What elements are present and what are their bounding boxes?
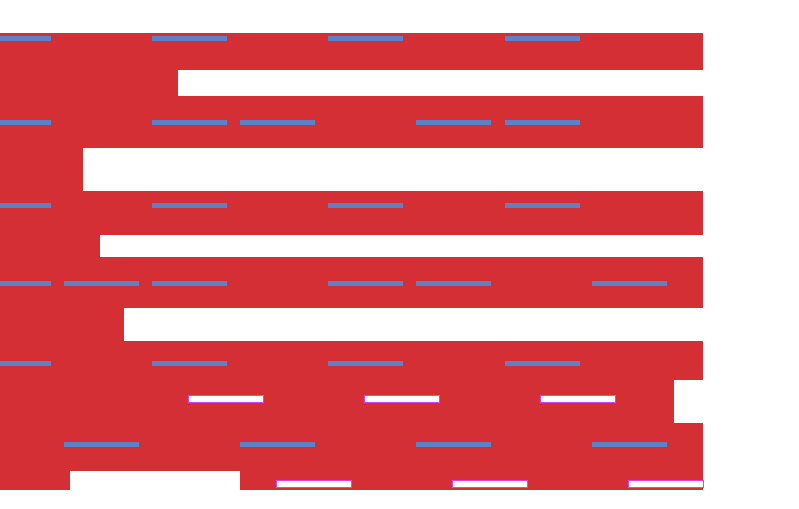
- line-r3-c2: [152, 203, 227, 208]
- line-r5-c4: [505, 361, 580, 366]
- block-row-2: [0, 96, 703, 148]
- line-r1-c4: [505, 36, 580, 41]
- block-row-6b-left: [0, 471, 70, 490]
- highlight-r6-c2: [452, 480, 528, 488]
- line-r4-c2: [64, 281, 139, 286]
- line-r2-c4: [416, 120, 491, 125]
- line-r6-c4: [592, 442, 667, 447]
- line-r6-c3: [416, 442, 491, 447]
- line-r4-c4: [328, 281, 403, 286]
- block-row-1b: [0, 70, 178, 96]
- line-r5-c1: [0, 361, 51, 366]
- highlight-r5-c3: [540, 395, 616, 403]
- line-r4-c3: [152, 281, 227, 286]
- block-row-5: [0, 341, 703, 380]
- line-r4-c6: [592, 281, 667, 286]
- block-row-3b: [0, 235, 100, 257]
- line-r2-c2: [152, 120, 227, 125]
- line-r5-c3: [328, 361, 403, 366]
- line-r3-c1: [0, 203, 51, 208]
- line-r6-c1: [64, 442, 139, 447]
- line-r2-c5: [505, 120, 580, 125]
- highlight-r6-c1: [276, 480, 352, 488]
- line-r1-c1: [0, 36, 51, 41]
- highlight-r6-c3: [628, 480, 704, 488]
- line-r3-c4: [505, 203, 580, 208]
- line-r1-c2: [152, 36, 227, 41]
- line-r1-c3: [328, 36, 403, 41]
- block-row-6: [0, 423, 703, 471]
- line-r6-c2: [240, 442, 315, 447]
- highlight-r5-c1: [188, 395, 264, 403]
- line-r2-c1: [0, 120, 51, 125]
- block-row-3: [0, 191, 703, 235]
- block-row-4b: [0, 308, 124, 341]
- block-row-2b: [0, 148, 83, 191]
- line-r2-c3: [240, 120, 315, 125]
- line-r4-c5: [416, 281, 491, 286]
- line-r5-c2: [152, 361, 227, 366]
- highlight-r5-c2: [364, 395, 440, 403]
- line-r4-c1: [0, 281, 51, 286]
- line-r3-c3: [328, 203, 403, 208]
